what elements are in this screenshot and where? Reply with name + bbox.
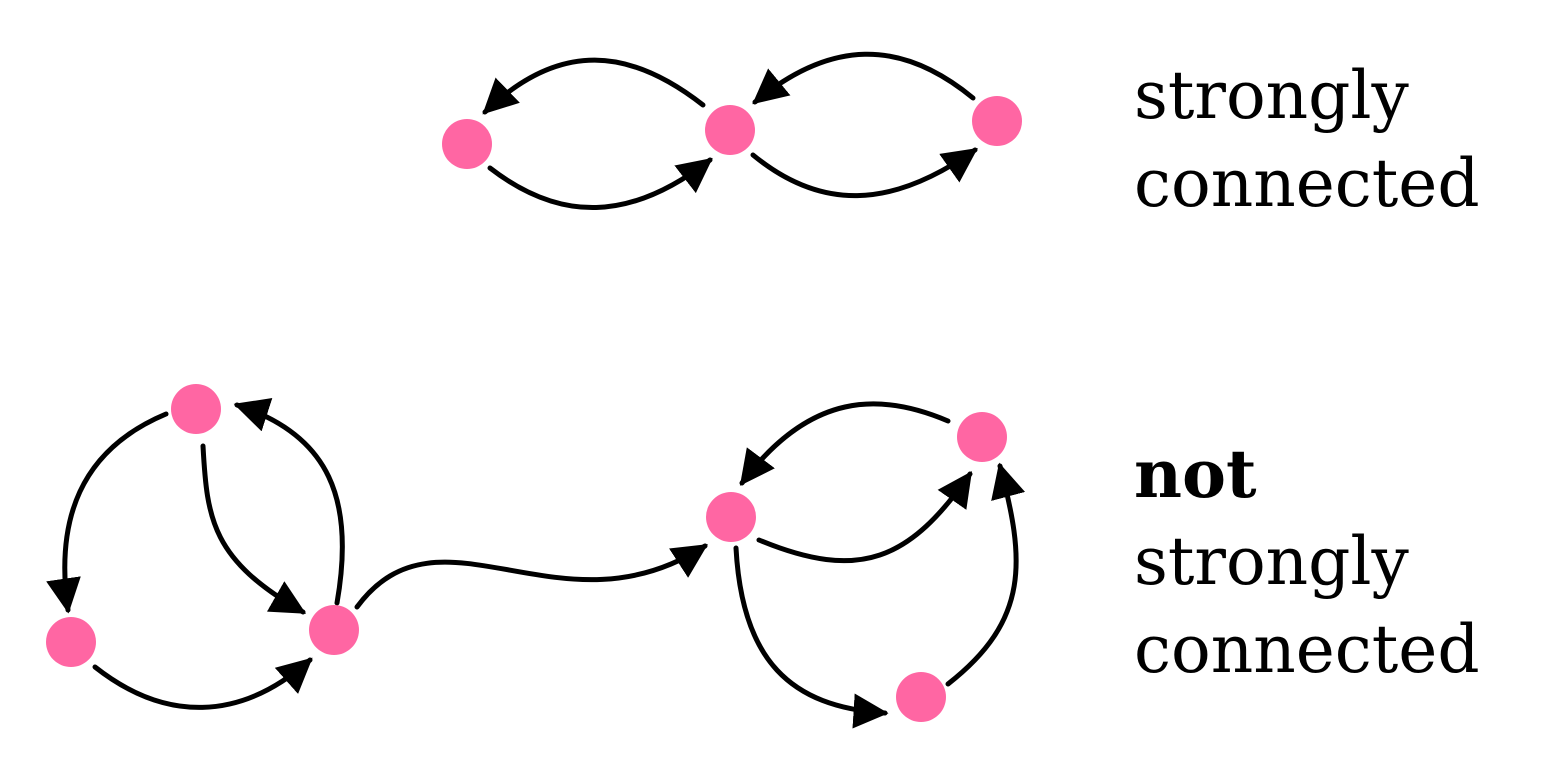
caption-not-strongly-connected: not strongly connected [1134,430,1480,694]
node-i [896,672,946,722]
caption-line: connected [1134,611,1480,688]
edge-g-to-h [756,471,973,564]
node-d [171,384,221,434]
caption-strongly-connected: strongly connected [1134,52,1480,228]
nodes [46,96,1022,722]
caption-line: strongly [1134,57,1409,134]
edge-g-to-i [733,545,889,729]
edge-i-to-h [945,462,1026,687]
edge-b-to-c [750,147,978,199]
node-g [706,492,756,542]
node-e [46,617,96,667]
edge-h-to-g [739,401,951,486]
edge-d-to-e [46,411,169,614]
edge-b-to-a [482,57,706,115]
edge-e-to-f [92,657,313,710]
node-h [957,412,1007,462]
edge-a-to-b [487,157,713,211]
edge-f-to-g [354,543,708,610]
edge-c-to-b [752,51,976,105]
node-c [972,96,1022,146]
caption-bold-word: not [1134,435,1257,513]
edge-f-to-d [233,398,345,606]
edges [46,51,1026,729]
caption-line: strongly [1134,523,1409,600]
node-a [442,119,492,169]
node-f [309,605,359,655]
node-b [705,105,755,155]
caption-line: connected [1134,145,1480,222]
edge-d-to-f [200,443,307,615]
